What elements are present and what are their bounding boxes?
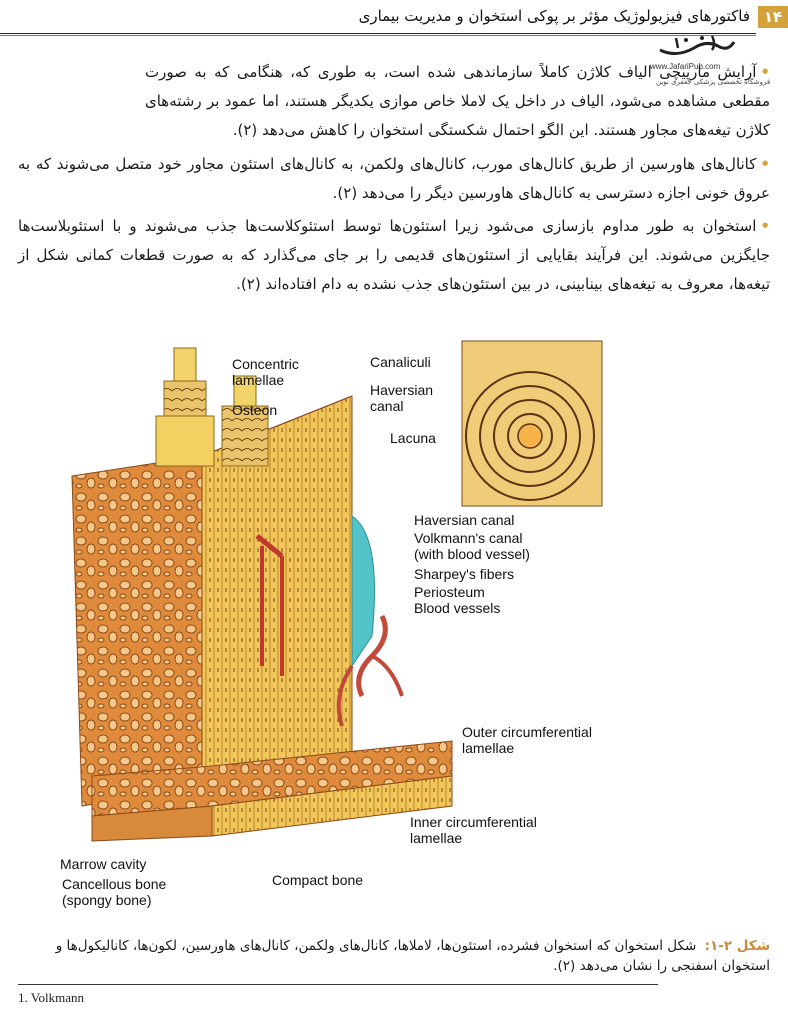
paragraph-remodeling: •استخوان به طور مداوم بازسازی می‌شود زیر… xyxy=(18,217,770,293)
label-haversian-inset: Haversian canal xyxy=(370,382,434,414)
label-compact-bone: Compact bone xyxy=(272,872,364,888)
label-concentric-lamellae: Concentric lamellae xyxy=(232,356,299,388)
bone-illustration xyxy=(71,340,603,842)
caption-label: شکل ۲-۱: xyxy=(704,938,770,954)
figure-caption: شکل ۲-۱: شکل استخوان که استخوان فشرده، ا… xyxy=(18,936,770,976)
bone-structure-figure: Concentric lamellae Osteon Canaliculi Ha… xyxy=(52,336,612,918)
label-outer-circumferential: Outer circumferential lamellae xyxy=(462,724,592,756)
publisher-subtitle: فروشگاه تخصصی پزشکی جعفری نوین xyxy=(656,78,771,86)
footnote-divider xyxy=(18,984,658,985)
label-periosteum: Periosteum xyxy=(414,584,485,600)
label-blood-vessels: Blood vessels xyxy=(414,600,501,616)
publisher-logo-mark xyxy=(659,35,736,55)
label-cancellous-bone: Cancellous bone (spongy bone) xyxy=(62,876,167,908)
publisher-logo: www.JafariPub.com فروشگاه تخصصی پزشکی جع… xyxy=(648,32,770,92)
label-haversian-canal: Haversian canal xyxy=(414,512,515,528)
label-inner-circumferential: Inner circumferential lamellae xyxy=(410,814,537,846)
header-divider-thin xyxy=(0,35,756,36)
label-sharpey-fibers: Sharpey's fibers xyxy=(414,566,514,582)
label-canaliculi: Canaliculi xyxy=(370,354,431,370)
paragraph-collagen: •آرایش مارپیچی الیاف کلاژن کاملاً سازمان… xyxy=(145,63,770,139)
label-lacuna: Lacuna xyxy=(390,430,436,446)
footnote: 1. Volkmann xyxy=(18,990,84,1005)
paragraph-volkmann: •کانال‌های هاورسین از طریق کانال‌های مور… xyxy=(18,155,770,202)
publisher-url: www.JafariPub.com xyxy=(650,62,721,71)
label-osteon: Osteon xyxy=(232,402,278,418)
label-marrow-cavity: Marrow cavity xyxy=(60,856,147,872)
page-number: ۱۴ xyxy=(758,6,788,28)
page-header: فاکتورهای فیزیولوژیک مؤثر بر پوکی استخوا… xyxy=(0,6,788,36)
bullet-dot: • xyxy=(760,63,770,81)
label-volkmann-canal: Volkmann's canal (with blood vessel) xyxy=(414,530,530,562)
caption-text: شکل استخوان که استخوان فشرده، استئون‌ها،… xyxy=(55,938,770,974)
bullet-dot: • xyxy=(760,217,770,235)
header-divider xyxy=(0,33,756,34)
bullet-dot: • xyxy=(760,155,770,173)
chapter-title: فاکتورهای فیزیولوژیک مؤثر بر پوکی استخوا… xyxy=(358,7,750,25)
